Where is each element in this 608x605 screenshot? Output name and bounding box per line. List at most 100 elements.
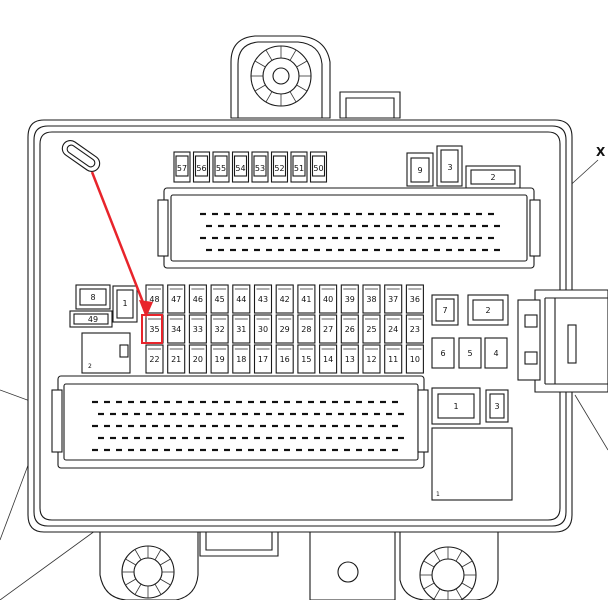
fuse-label: 34	[171, 325, 181, 334]
fuse-slot	[167, 314, 186, 344]
relay-9-label: 9	[417, 166, 422, 175]
relay-5	[458, 337, 482, 369]
fuse-slot	[275, 284, 294, 314]
fuse-slot	[405, 284, 424, 314]
fuse-label: 30	[258, 325, 268, 334]
fuse-slot	[210, 344, 229, 374]
relay-8-label: 8	[90, 293, 95, 302]
fuse-label: 44	[236, 295, 246, 304]
fuse-label: 42	[280, 295, 290, 304]
bottom-center-tab	[309, 531, 396, 601]
bracket-spoke	[134, 583, 142, 595]
fuse-slot	[384, 344, 403, 374]
fuse-slot	[384, 284, 403, 314]
relay-3-label: 3	[447, 163, 452, 172]
fuse-label: 31	[236, 325, 246, 334]
fuse-slot	[340, 284, 359, 314]
top-fuse-inner	[311, 155, 326, 177]
fuse-label: 18	[236, 355, 246, 364]
bracket-spoke	[433, 550, 441, 562]
bracket-spoke	[125, 558, 137, 566]
fuse-slot	[167, 344, 186, 374]
bracket-spoke	[433, 588, 441, 600]
top-fuse-label: 52	[274, 164, 284, 173]
top-fuse-label: 55	[216, 164, 226, 173]
fuse-label: 17	[258, 355, 268, 364]
fuse-slot	[188, 314, 207, 344]
fuse-slot	[319, 344, 338, 374]
fuse-label: 14	[323, 355, 333, 364]
top-fuse-inner	[253, 155, 267, 177]
red-arrow	[90, 171, 148, 311]
top-fuse	[173, 151, 191, 183]
bracket-spoke	[159, 578, 171, 586]
fuse-slot	[232, 284, 251, 314]
fuse-label: 36	[410, 295, 420, 304]
fuse-slot	[297, 314, 316, 344]
fuse-label: 33	[193, 325, 203, 334]
fuse-slot	[362, 284, 381, 314]
relay-2-right-label: 2	[485, 306, 490, 315]
right-side-connector	[517, 289, 608, 393]
fuse-label: 48	[149, 295, 159, 304]
bracket-spoke	[461, 582, 473, 590]
bracket-spoke	[125, 578, 137, 586]
fuse-label: 23	[410, 325, 420, 334]
bottom-clip	[199, 531, 279, 557]
left-relays: 8 1 49 2	[69, 284, 138, 374]
fuse-label: 24	[388, 325, 398, 334]
fuse-label: 45	[215, 295, 225, 304]
lower-connector	[51, 375, 429, 469]
relay-1-label: 1	[122, 299, 127, 308]
top-mounting-bracket	[230, 35, 331, 119]
relay-3-right	[485, 389, 509, 423]
bracket-spoke	[423, 582, 435, 590]
bracket-spoke	[296, 84, 308, 92]
fuse-label: 27	[323, 325, 333, 334]
fuse-slot	[188, 284, 207, 314]
fuse-label: 15	[301, 355, 311, 364]
bracket-spoke	[423, 560, 435, 568]
fuse-slot	[253, 314, 273, 344]
fuse-slot	[319, 314, 338, 344]
fuse-label: 35	[149, 325, 159, 334]
relay-49-label: 49	[88, 315, 98, 324]
fuse-slot	[297, 344, 316, 374]
top-fuse	[309, 151, 328, 183]
bottom-right-bracket	[399, 531, 499, 604]
relay-1-right-label: 1	[453, 402, 458, 411]
relay-6-label: 6	[440, 349, 445, 358]
relay-small-left	[81, 332, 131, 374]
bracket-spoke	[254, 84, 266, 92]
bracket-spoke	[461, 560, 473, 568]
bracket-spoke	[159, 558, 171, 566]
fuse-label: 10	[410, 355, 420, 364]
relay-5-label: 5	[467, 349, 472, 358]
top-fuse	[192, 151, 211, 183]
relay-49	[69, 310, 113, 328]
top-clip	[339, 91, 401, 119]
fuse-slot	[405, 314, 424, 344]
fuse-label: 26	[345, 325, 355, 334]
top-fuse-label: 53	[255, 164, 265, 173]
fuse-slot	[319, 284, 338, 314]
upper-right-relays: 9 3 2	[406, 145, 521, 189]
bracket-spoke	[154, 549, 162, 561]
bracket-spoke	[296, 60, 308, 68]
fuse-slot	[167, 284, 186, 314]
fuse-slot	[384, 314, 403, 344]
fuse-slot	[275, 344, 294, 374]
top-fuse-inner	[272, 155, 287, 177]
fuse-slot	[275, 314, 294, 344]
top-fuse-inner	[175, 155, 189, 177]
bracket-spoke	[455, 550, 463, 562]
fuse-label: 21	[171, 355, 181, 364]
top-fuse	[251, 151, 269, 183]
leader-right-bottom	[574, 394, 608, 451]
fuse-slot	[232, 344, 251, 374]
fuse-slot	[210, 314, 229, 344]
highlight-fuse-35	[141, 314, 163, 344]
